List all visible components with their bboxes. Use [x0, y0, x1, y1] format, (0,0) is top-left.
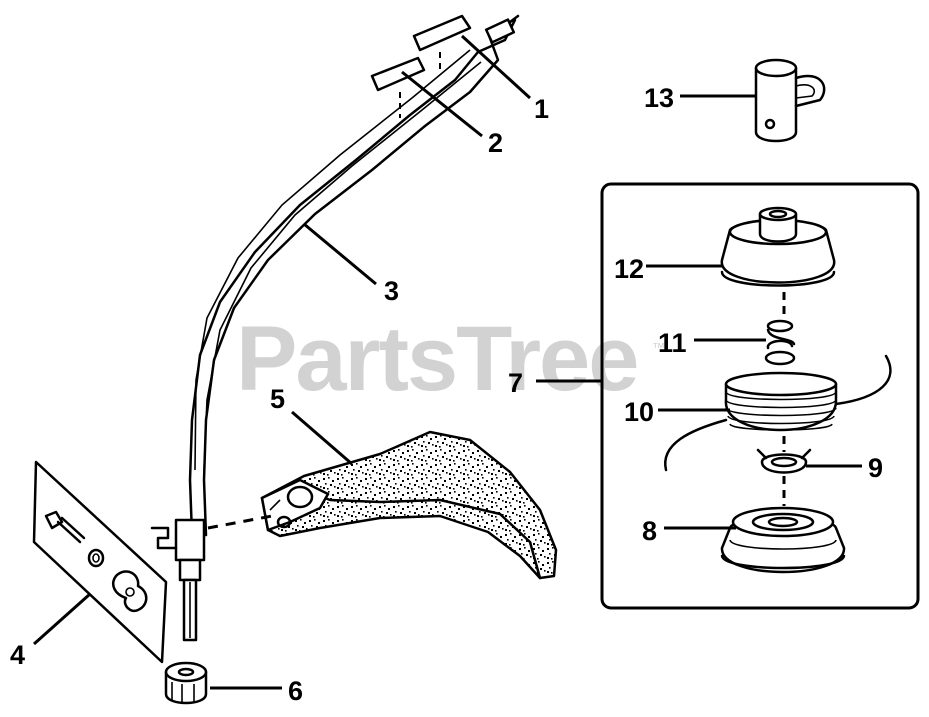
trimmer-head-assembly: [600, 182, 920, 610]
curved-shaft: [150, 14, 520, 642]
callout-13: 13: [644, 83, 674, 113]
leader-lines: [33, 34, 862, 690]
callout-8: 8: [642, 516, 657, 546]
callout-labels: 1 2 3 4 5 6 7 8 9 10 11 12 13: [10, 83, 883, 706]
callout-12: 12: [614, 254, 644, 284]
callout-5: 5: [270, 384, 285, 414]
mounting-hardware-card: [32, 460, 168, 664]
watermark-text: PartsTree: [236, 308, 637, 410]
spool-cover: [720, 206, 836, 287]
spring: [764, 319, 796, 366]
callout-3: 3: [384, 276, 399, 306]
drive-shaft-coupler: [754, 58, 826, 143]
watermark-trademark: ™: [652, 340, 665, 355]
callout-11: 11: [658, 328, 687, 358]
label-decal-lower: [370, 56, 426, 92]
callout-6: 6: [288, 676, 303, 706]
drive-knob: [164, 661, 208, 705]
debris-shield: [260, 430, 558, 580]
callout-2: 2: [488, 128, 503, 158]
line-spool: [664, 354, 892, 472]
retainer-clip: [756, 448, 812, 474]
assembly-guide-lines: [207, 52, 786, 530]
callout-4: 4: [10, 640, 25, 670]
callout-1: 1: [534, 94, 549, 124]
callout-9: 9: [868, 453, 883, 483]
label-decal-upper: [412, 14, 472, 52]
callout-10: 10: [624, 397, 654, 427]
spool-hub: [720, 506, 846, 574]
callout-7: 7: [508, 368, 523, 398]
